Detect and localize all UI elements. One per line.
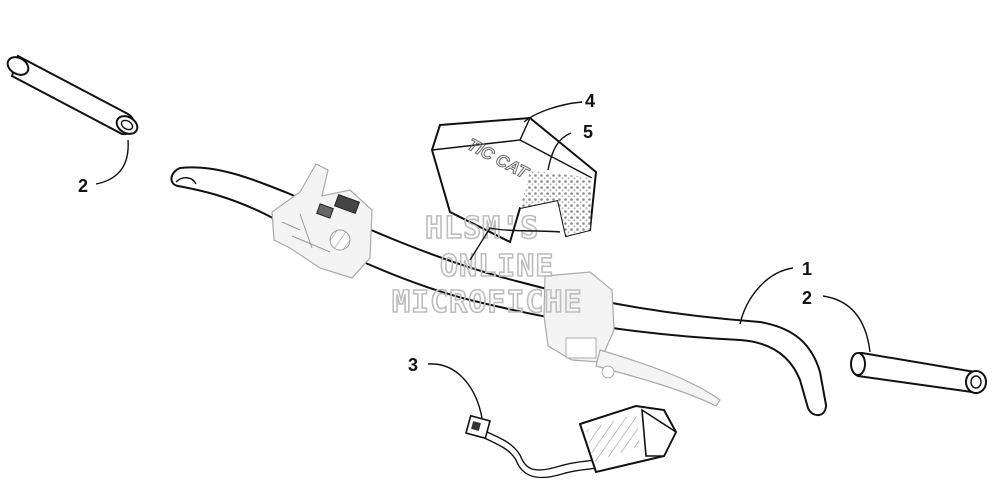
left-grip [6, 54, 139, 136]
brake-lever-assembly [543, 271, 721, 407]
watermark-line2: ONLINE [440, 249, 554, 284]
callout-3: 3 [408, 355, 418, 375]
heater-element-harness [465, 404, 678, 479]
callout-1: 1 [802, 259, 812, 279]
right-grip [850, 352, 987, 394]
left-switch-housing [271, 163, 373, 279]
leader-lines [95, 101, 871, 419]
callout-labels: 2 4 5 1 2 3 [78, 91, 812, 375]
watermark-line3: MICROFICHE [392, 285, 583, 320]
callout-2-right: 2 [802, 288, 812, 308]
callout-4: 4 [585, 91, 595, 111]
watermark: HLSM'S ONLINE MICROFICHE [391, 210, 583, 321]
callout-2-left: 2 [78, 176, 88, 196]
callout-5: 5 [583, 122, 593, 142]
